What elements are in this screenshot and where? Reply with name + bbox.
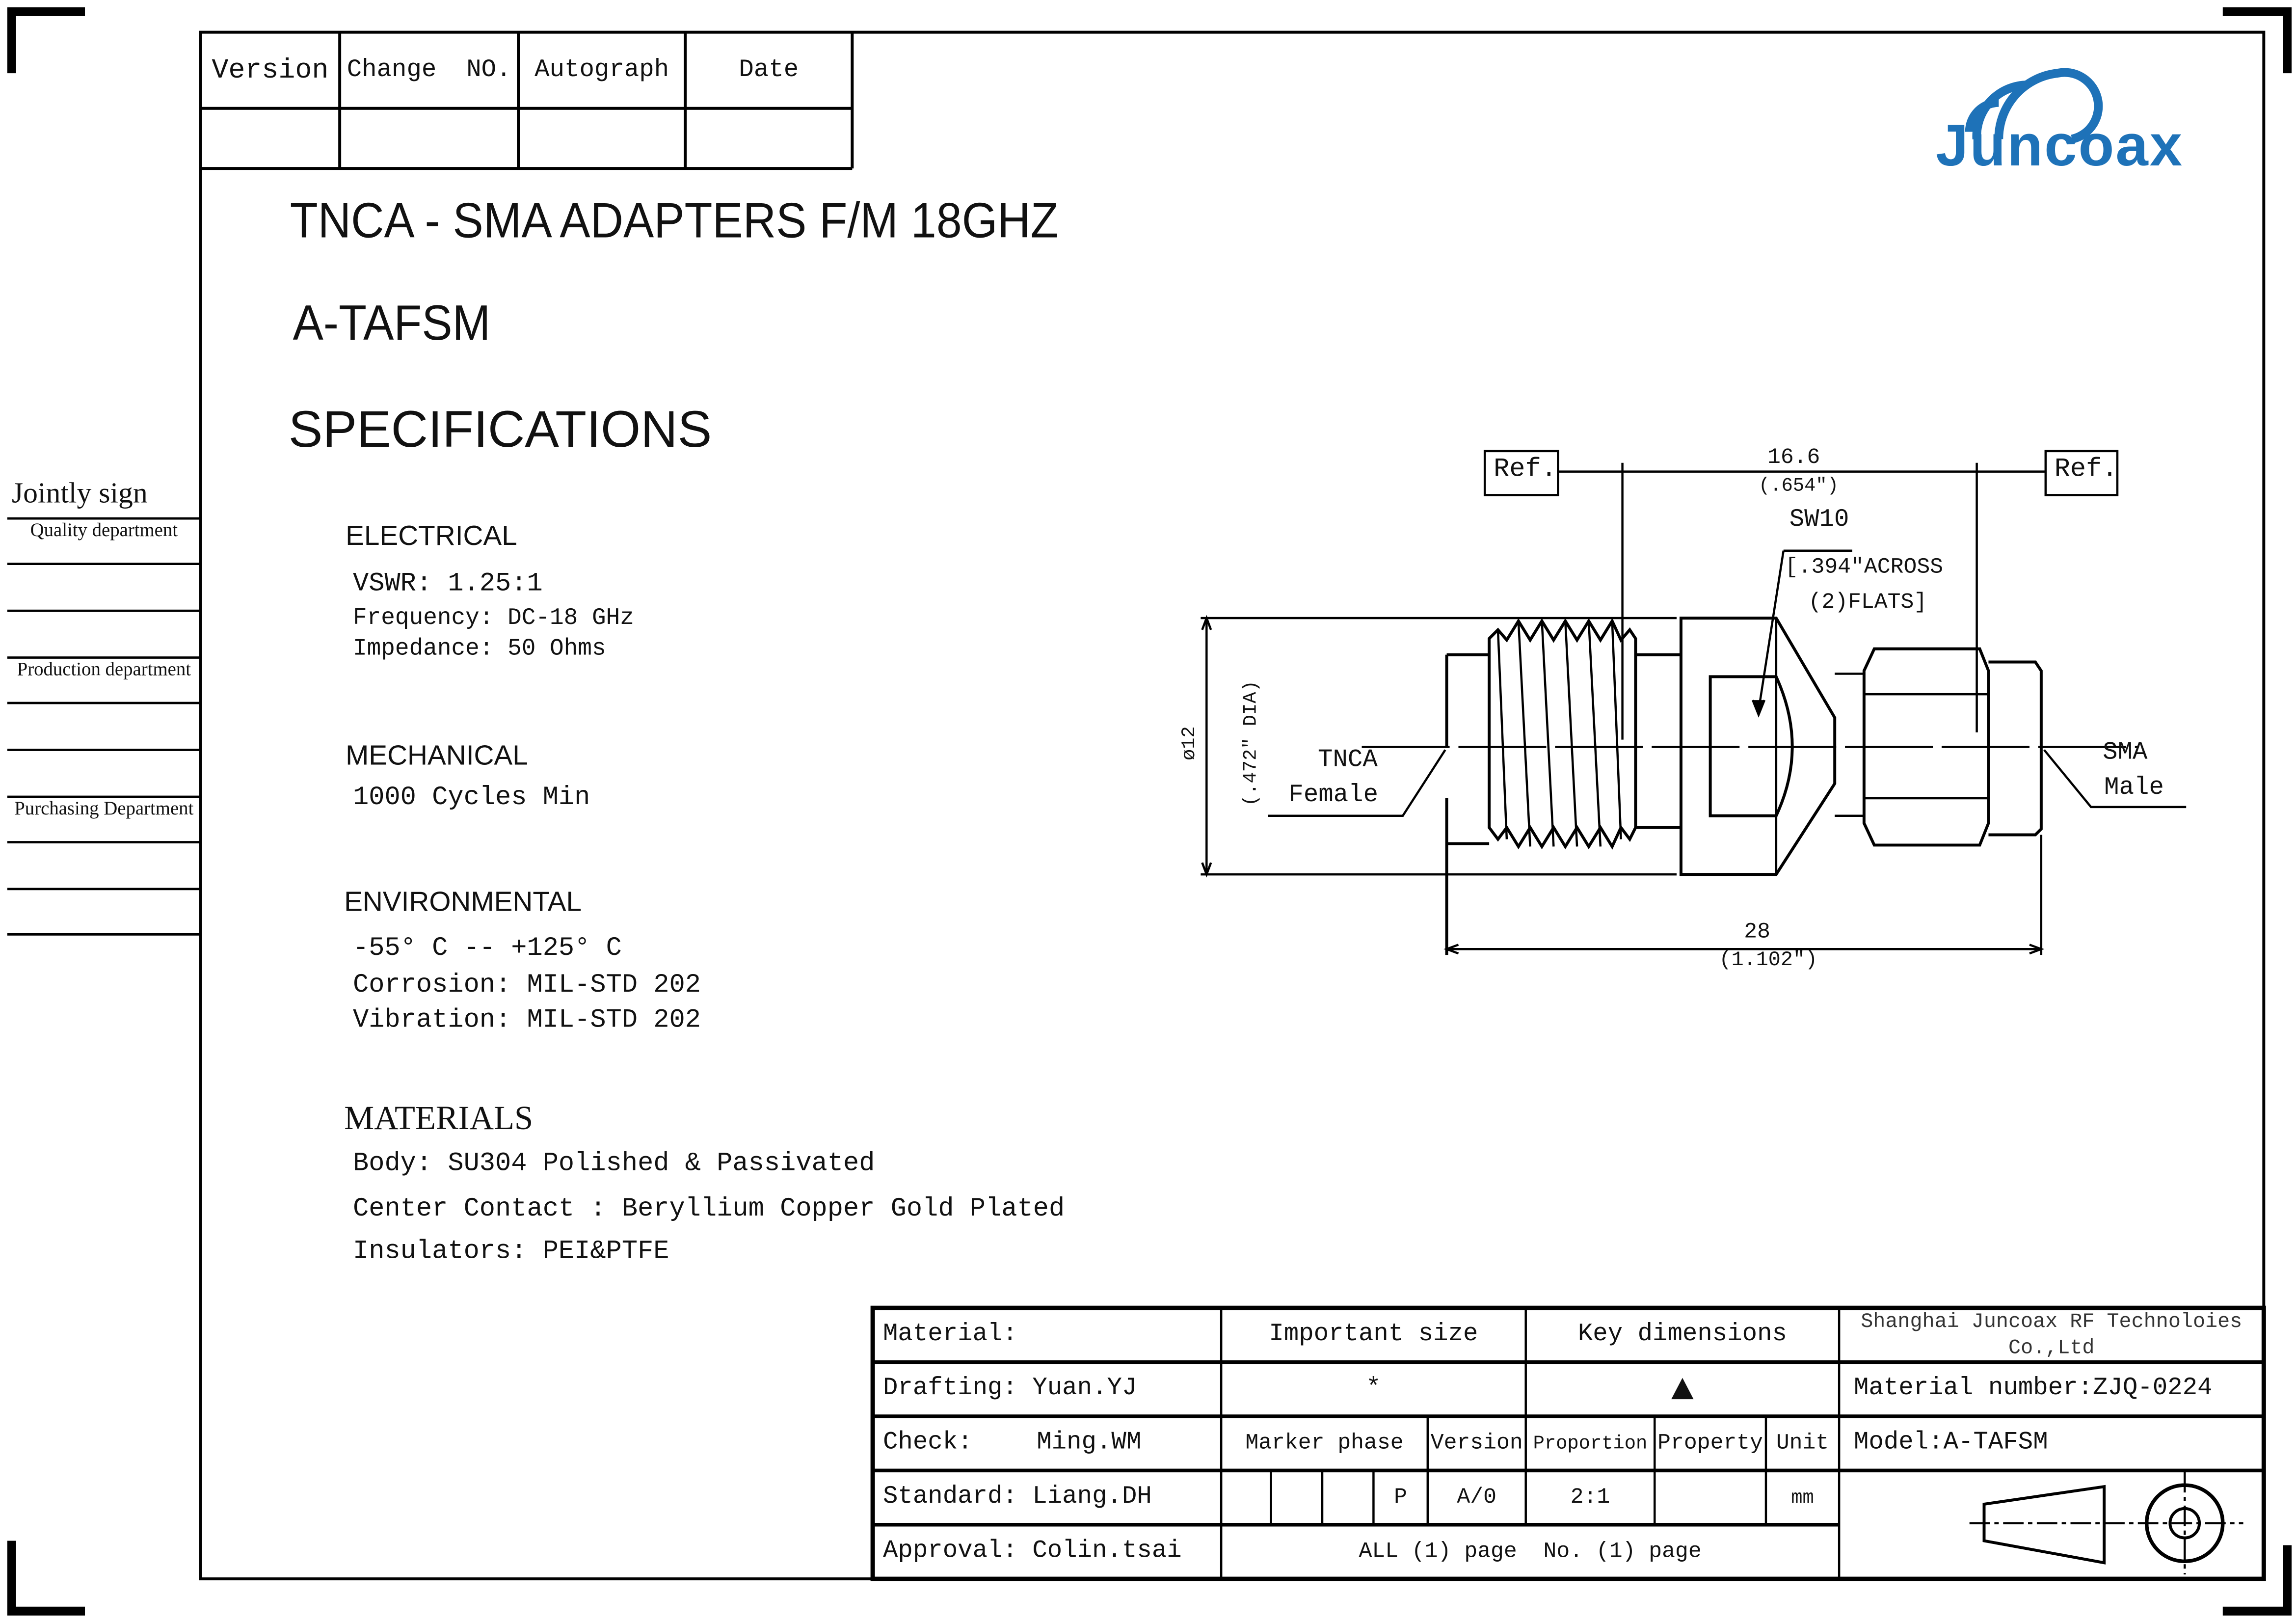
tb-key-symbol: ▲ <box>1671 1367 1694 1411</box>
logo-waves-icon <box>1965 68 2103 144</box>
ref-box-right <box>2044 450 2119 496</box>
spec-frequency: Frequency: DC-18 GHz <box>352 605 634 631</box>
rev-header-change-no: Change NO. <box>347 56 511 84</box>
female-label: Female <box>1288 782 1379 810</box>
flats-note-2: (2)FLATS] <box>1808 590 1927 616</box>
dim-top-inch: (.654") <box>1759 474 1839 497</box>
materials-heading: MATERIALS <box>344 1100 534 1137</box>
spec-cycles: 1000 Cycles Min <box>352 784 590 813</box>
tb-property: Property <box>1657 1431 1763 1456</box>
specifications-heading: SPECIFICATIONS <box>288 401 712 459</box>
male-label: Male <box>2104 775 2164 803</box>
tb-proportion-value: 2:1 <box>1570 1485 1610 1510</box>
tb-standard: Standard: Liang.DH <box>882 1484 1152 1512</box>
ref-label-left: Ref. <box>1494 455 1557 485</box>
company-logo: Juncoax <box>1936 114 2184 179</box>
spec-insulators: Insulators: PEI&PTFE <box>352 1237 669 1267</box>
tb-important-size: Important size <box>1269 1321 1478 1349</box>
product-title: TNCA - SMA ADAPTERS F/M 18GHZ <box>290 193 1059 249</box>
dim-top-mm: 16.6 <box>1767 445 1820 470</box>
tb-pages: ALL (1) page No. (1) page <box>1359 1539 1702 1565</box>
dia-inch: (.472" DIA) <box>1239 680 1262 807</box>
rev-header-version: Version <box>212 54 329 87</box>
spec-vswr: VSWR: 1.25:1 <box>352 569 543 599</box>
connector-drawing <box>1201 450 2187 955</box>
dim-length-mm: 28 <box>1744 920 1770 945</box>
tb-marker-phase: Marker phase <box>1245 1431 1404 1456</box>
tb-company: Shanghai Juncoax RF Technoloies Co.,Ltd <box>1861 1310 2243 1360</box>
spec-impedance: Impedance: 50 Ohms <box>352 635 606 662</box>
dia-mm: ø12 <box>1178 726 1200 760</box>
product-model: A-TAFSM <box>293 296 491 352</box>
tb-drafting: Drafting: Yuan.YJ <box>882 1375 1137 1404</box>
electrical-heading: ELECTRICAL <box>346 521 517 552</box>
tb-unit-value: mm <box>1791 1487 1814 1509</box>
tb-unit: Unit <box>1776 1431 1829 1456</box>
title-block-lines <box>870 1305 2266 1581</box>
projection-cone-icon <box>1982 1485 2106 1565</box>
tb-proportion: Proportion <box>1533 1432 1648 1455</box>
corner-marks <box>7 7 2292 1616</box>
jointly-sign-label: Jointly sign <box>11 477 148 510</box>
tnca-label: TNCA <box>1318 747 1378 775</box>
tb-material: Material: <box>882 1321 1017 1349</box>
mechanical-heading: MECHANICAL <box>346 741 528 772</box>
tb-model: Model:A-TAFSM <box>1853 1429 2048 1458</box>
tb-check-name: Ming.WM <box>1037 1429 1142 1458</box>
dim-length-inch: (1.102") <box>1719 949 1818 973</box>
tb-important-symbol: * <box>1366 1375 1381 1404</box>
flats-note-1: [.394"ACROSS <box>1785 555 1944 580</box>
rev-header-autograph: Autograph <box>534 56 669 84</box>
environmental-heading: ENVIRONMENTAL <box>344 887 582 919</box>
dept-production: Production department <box>17 657 191 680</box>
wrench-size: SW10 <box>1789 507 1849 535</box>
rev-header-date: Date <box>739 56 799 84</box>
ref-box-left <box>1483 450 1559 496</box>
tb-version: Version <box>1430 1431 1523 1456</box>
spec-center-contact: Center Contact : Beryllium Copper Gold P… <box>352 1195 1065 1225</box>
spec-vibration: Vibration: MIL-STD 202 <box>352 1006 701 1036</box>
spec-temperature: -55° C -- +125° C <box>352 934 622 964</box>
tb-material-number: Material number:ZJQ-0224 <box>1853 1375 2213 1404</box>
ref-label-right: Ref. <box>2054 455 2118 485</box>
revision-table-lines <box>200 32 854 170</box>
tb-check-label: Check: <box>882 1429 973 1458</box>
tb-key-dimensions: Key dimensions <box>1577 1321 1787 1349</box>
sma-label: SMA <box>2103 739 2148 768</box>
tb-version-value: A/0 <box>1457 1485 1497 1510</box>
spec-body: Body: SU304 Polished & Passivated <box>352 1149 875 1179</box>
tb-approval: Approval: Colin.tsai <box>882 1538 1182 1566</box>
dept-quality: Quality department <box>30 518 178 541</box>
spec-corrosion: Corrosion: MIL-STD 202 <box>352 971 701 1001</box>
jointly-sign-lines <box>7 517 201 936</box>
dept-purchasing: Purchasing Department <box>14 796 194 819</box>
tb-marker-value: P <box>1394 1485 1408 1510</box>
